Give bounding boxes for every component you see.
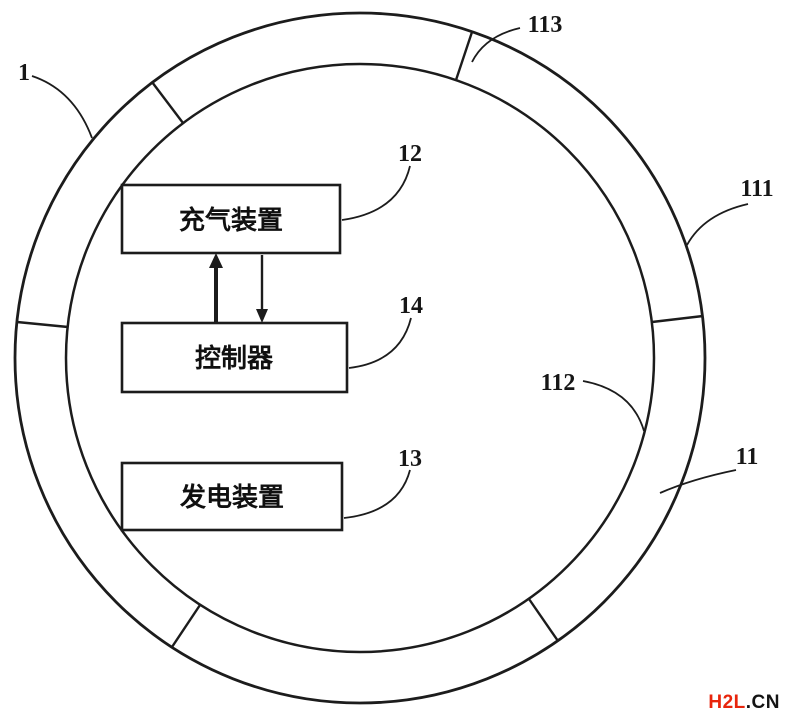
ring-tick-top-right — [454, 31, 474, 81]
generator-box — [120, 461, 344, 532]
leader-ref-14 — [348, 317, 412, 369]
watermark-suffix: .CN — [745, 692, 780, 713]
inflation-device-label: 充气装置 — [179, 205, 283, 235]
ring-tick-left — [16, 320, 69, 329]
leader-ref-13 — [343, 469, 411, 519]
arrow-up-controller-to-inflation — [209, 253, 223, 322]
ref-label-1: 1 — [18, 60, 30, 86]
ref-label-12: 12 — [398, 141, 422, 167]
leader-ref-113 — [471, 27, 521, 63]
controller-label: 控制器 — [195, 343, 274, 373]
ring-tick-right — [651, 314, 704, 324]
inflation-device-box — [120, 183, 342, 255]
ref-label-112: 112 — [541, 370, 576, 396]
ref-label-111: 111 — [740, 176, 773, 202]
generator-label: 发电装置 — [179, 482, 284, 512]
ref-label-113: 113 — [528, 12, 563, 38]
arrow-down-inflation-to-controller — [256, 255, 268, 323]
leader-ref-112 — [582, 380, 645, 432]
leader-ref-11 — [659, 469, 737, 494]
leader-ref-12 — [341, 165, 411, 221]
ref-label-11: 11 — [736, 444, 759, 470]
ring-tick-bottom-right — [528, 598, 559, 642]
controller-box — [120, 321, 349, 394]
leader-ref-111 — [686, 203, 749, 246]
ref-label-14: 14 — [399, 293, 423, 319]
tire-inner-circle — [64, 62, 656, 654]
ref-label-13: 13 — [398, 446, 422, 472]
watermark: H2L.CN — [708, 692, 780, 714]
tire-outer-circle — [13, 11, 707, 705]
ring-tick-bottom-left — [171, 604, 201, 648]
leader-ref-1 — [31, 75, 93, 139]
ring-tick-top-left — [151, 81, 184, 124]
watermark-brand: H2L — [708, 692, 746, 713]
